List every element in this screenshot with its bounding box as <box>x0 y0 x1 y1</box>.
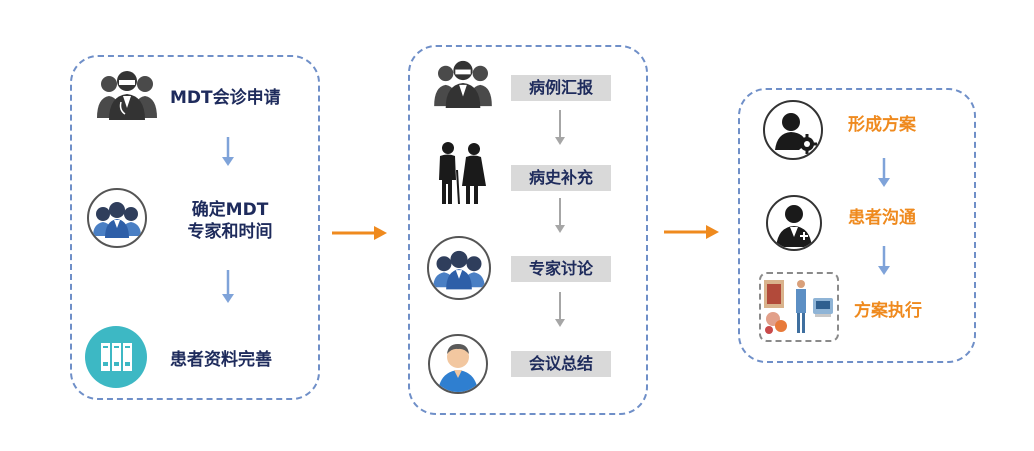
elderly-couple-icon <box>428 140 494 206</box>
step-plan-execution-label: 方案执行 <box>854 301 922 321</box>
experts-team-icon <box>87 188 147 248</box>
step-patient-records-label: 患者资料完善 <box>170 350 272 370</box>
arrow-down-icon <box>220 270 236 304</box>
step-expert-discussion-chip: 专家讨论 <box>511 256 611 282</box>
step-mdt-application-label: MDT会诊申请 <box>170 88 281 108</box>
person-avatar-icon <box>428 334 488 394</box>
step-history-supplement-chip: 病史补充 <box>511 165 611 191</box>
arrow-down-icon <box>876 246 892 276</box>
arrow-right-icon <box>332 224 388 242</box>
step-case-report-chip: 病例汇报 <box>511 75 611 101</box>
person-settings-icon <box>763 100 823 160</box>
arrow-down-icon <box>220 137 236 167</box>
step-confirm-experts-line1: 确定MDT <box>191 200 269 220</box>
arrow-down-icon <box>553 292 567 328</box>
experts-team-icon <box>427 236 491 300</box>
treatment-photo-icon <box>759 272 839 342</box>
step-patient-communication-label: 患者沟通 <box>848 208 916 228</box>
step-confirm-experts-label: 确定MDT 专家和时间 <box>170 199 290 243</box>
doctor-avatar-icon <box>766 195 822 251</box>
arrow-down-icon <box>553 110 567 146</box>
doctors-group-icon <box>95 68 159 120</box>
arrow-down-icon <box>876 158 892 188</box>
arrow-down-icon <box>553 198 567 234</box>
doctors-group-icon <box>432 58 494 108</box>
step-form-plan-label: 形成方案 <box>848 115 916 135</box>
step-confirm-experts-line2: 专家和时间 <box>187 222 273 242</box>
arrow-right-icon <box>664 223 720 241</box>
document-binders-icon <box>85 326 147 388</box>
step-meeting-summary-chip: 会议总结 <box>511 351 611 377</box>
